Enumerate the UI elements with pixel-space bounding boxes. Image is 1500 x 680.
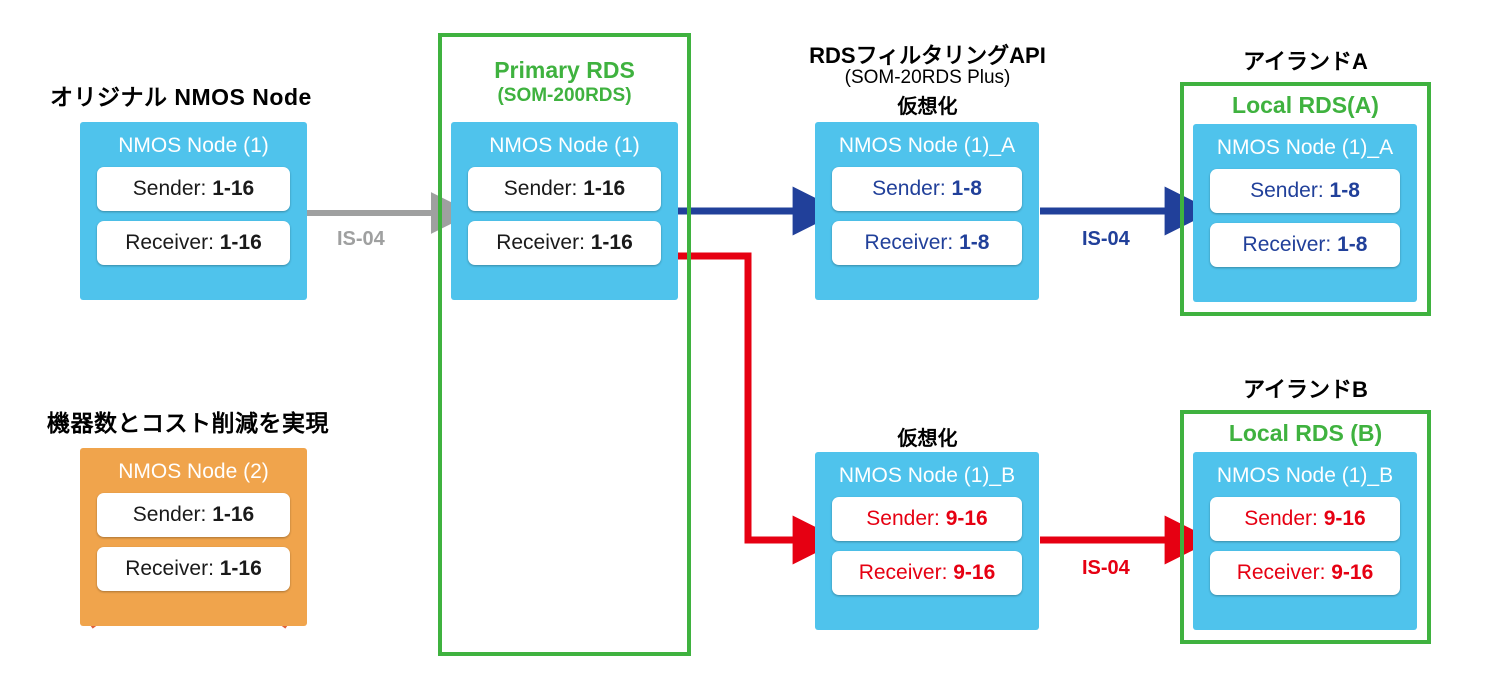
virtualization-label-b: 仮想化 <box>897 428 958 450</box>
island-a-local-rds-label: Local RDS(A) <box>1232 92 1379 118</box>
receiver-slot[interactable]: Receiver: 1-16 <box>97 221 290 265</box>
node-title: NMOS Node (1) <box>489 134 640 157</box>
connector-primary-to-filter-b <box>672 252 842 565</box>
virtualization-label-a: 仮想化 <box>897 96 958 118</box>
node-title: NMOS Node (1)_A <box>1216 136 1394 159</box>
sender-slot[interactable]: Sender: 9-16 <box>1210 497 1400 541</box>
sender-slot-text: Sender: 1-16 <box>132 177 255 200</box>
filtering-api-subheading: (SOM-20RDS Plus) <box>844 67 1011 88</box>
receiver-slot[interactable]: Receiver: 1-8 <box>832 221 1022 265</box>
island-b-local-rds-label: Local RDS (B) <box>1228 420 1383 446</box>
receiver-slot[interactable]: Receiver: 9-16 <box>832 551 1022 595</box>
connector-label-filter-b-to-island-b: IS-04 <box>1082 557 1130 579</box>
receiver-slot[interactable]: Receiver: 1-8 <box>1210 223 1400 267</box>
connector-label-origin-to-primary: IS-04 <box>337 228 385 250</box>
sender-slot-text: Sender: 9-16 <box>1244 507 1366 530</box>
sender-slot[interactable]: Sender: 9-16 <box>832 497 1022 541</box>
original-nmos-node[interactable]: NMOS Node (1) Sender: 1-16 Receiver: 1-1… <box>80 122 307 300</box>
receiver-slot[interactable]: Receiver: 1-16 <box>468 221 661 265</box>
filtering-api-node-a[interactable]: NMOS Node (1)_A Sender: 1-8 Receiver: 1-… <box>815 122 1039 300</box>
redundant-section-caption: 機器数とコスト削減を実現 <box>47 410 329 436</box>
primary-rds-heading: Primary RDS <box>494 57 635 83</box>
primary-rds-subheading: (SOM-200RDS) <box>497 85 632 106</box>
filtering-api-heading: RDSフィルタリングAPI <box>809 43 1046 68</box>
sender-slot[interactable]: Sender: 1-16 <box>97 167 290 211</box>
receiver-slot[interactable]: Receiver: 9-16 <box>1210 551 1400 595</box>
node-title: NMOS Node (1)_B <box>838 464 1016 487</box>
node-title: NMOS Node (1)_B <box>1216 464 1394 487</box>
node-title: NMOS Node (2) <box>118 460 269 483</box>
sender-slot-text: Sender: 1-16 <box>503 177 626 200</box>
sender-slot[interactable]: Sender: 1-8 <box>1210 169 1400 213</box>
sender-slot-text: Sender: 1-8 <box>1250 179 1360 202</box>
receiver-slot-text: Receiver: 1-16 <box>496 231 633 254</box>
receiver-slot-text: Receiver: 1-8 <box>1242 233 1368 256</box>
sender-slot[interactable]: Sender: 1-8 <box>832 167 1022 211</box>
primary-rds-nmos-node[interactable]: NMOS Node (1) Sender: 1-16 Receiver: 1-1… <box>451 122 678 300</box>
redundant-nmos-node[interactable]: NMOS Node (2) Sender: 1-16 Receiver: 1-1… <box>80 448 307 626</box>
island-a-nmos-node[interactable]: NMOS Node (1)_A Sender: 1-8 Receiver: 1-… <box>1193 124 1417 302</box>
island-b-nmos-node[interactable]: NMOS Node (1)_B Sender: 9-16 Receiver: 9… <box>1193 452 1417 630</box>
connector-label-filter-a-to-island-a: IS-04 <box>1082 228 1130 250</box>
receiver-slot[interactable]: Receiver: 1-16 <box>97 547 290 591</box>
filtering-api-node-b[interactable]: NMOS Node (1)_B Sender: 9-16 Receiver: 9… <box>815 452 1039 630</box>
island-b-local-rds-frame <box>1180 410 1431 644</box>
island-b-title: アイランドB <box>1243 377 1368 402</box>
island-a-title: アイランドA <box>1243 49 1368 74</box>
primary-rds-frame <box>438 33 691 656</box>
original-section-caption: オリジナル NMOS Node <box>50 84 312 110</box>
island-a-local-rds-frame <box>1180 82 1431 316</box>
sender-slot-text: Sender: 9-16 <box>866 507 988 530</box>
receiver-slot-text: Receiver: 9-16 <box>858 561 996 584</box>
receiver-slot-text: Receiver: 1-16 <box>125 231 262 254</box>
sender-slot[interactable]: Sender: 1-16 <box>97 493 290 537</box>
sender-slot-text: Sender: 1-16 <box>132 503 255 526</box>
receiver-slot-text: Receiver: 9-16 <box>1236 561 1374 584</box>
sender-slot-text: Sender: 1-8 <box>872 177 982 200</box>
receiver-slot-text: Receiver: 1-8 <box>864 231 990 254</box>
node-title: NMOS Node (1)_A <box>838 134 1016 157</box>
sender-slot[interactable]: Sender: 1-16 <box>468 167 661 211</box>
node-title: NMOS Node (1) <box>118 134 269 157</box>
receiver-slot-text: Receiver: 1-16 <box>125 557 262 580</box>
